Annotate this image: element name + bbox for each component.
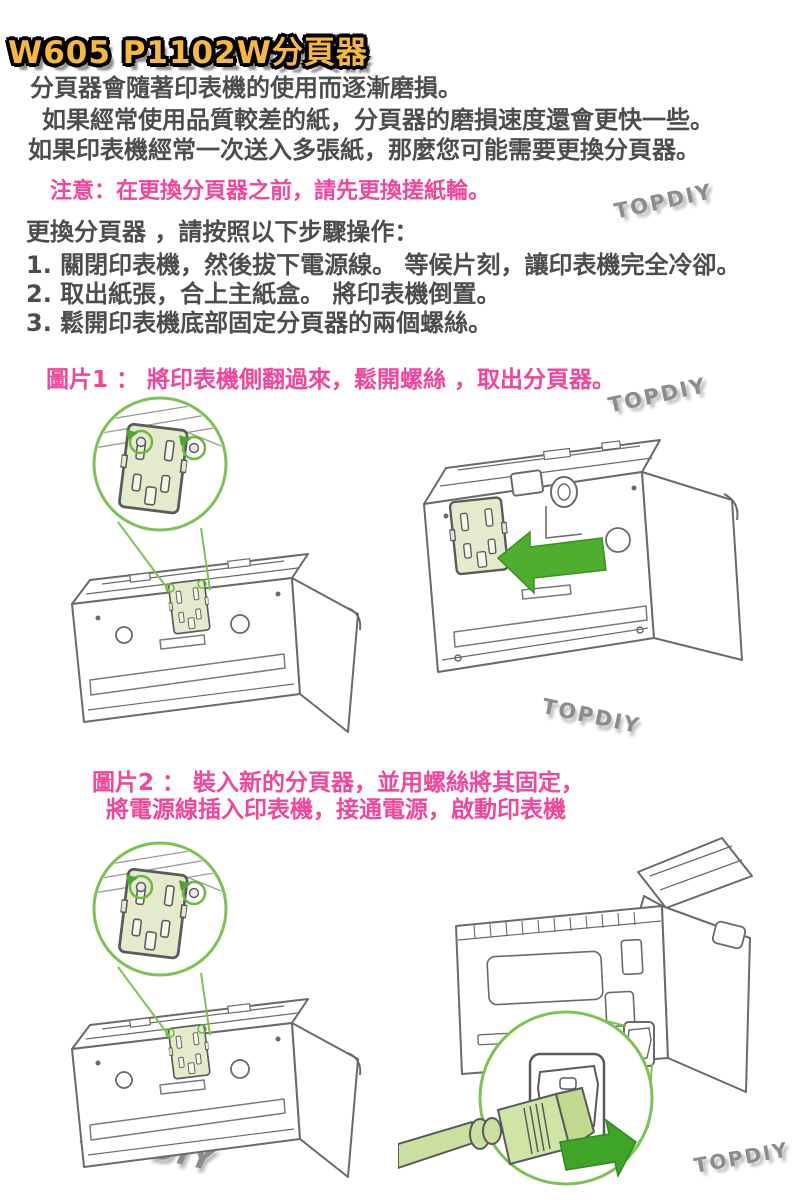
- power-cord-plug: [398, 1086, 596, 1170]
- page-title: W605 P1102W分頁器: [8, 34, 368, 71]
- remove-direction-arrow-icon: [496, 530, 607, 595]
- separation-pad: [446, 495, 513, 576]
- printer-bottom-body: [71, 553, 362, 733]
- warning-note: 注意：在更換分頁器之前，請先更換搓紙輪。: [50, 179, 491, 204]
- callout-leader-line: [200, 527, 211, 591]
- figure2-printer-power-illustration: [398, 837, 753, 1186]
- intro-line-1: 分頁器會隨著印表機的使用而逐漸磨損。: [30, 74, 462, 102]
- plug-in-direction-arrow-icon: [559, 1118, 637, 1179]
- figure1-printer-rear-illustration: [423, 439, 743, 673]
- topdiy-watermark: TOPDIY: [612, 179, 715, 224]
- screw-arrow-icon: [179, 435, 191, 446]
- figure1-caption: 圖片1 ： 將印表機側翻過來，鬆開螺絲 ，取出分頁器。: [46, 367, 616, 393]
- step-2: 2. 取出紙張，合上主紙盒。 將印表機倒置。: [26, 280, 501, 308]
- steps-intro: 更換分頁器 ，請按照以下步驟操作：: [26, 218, 419, 246]
- step-1: 1. 關閉印表機，然後拔下電源線。 等候片刻，讓印表機完全冷卻。: [26, 251, 741, 279]
- screw-arrow-icon: [126, 429, 138, 440]
- intro-line-3: 如果印表機經常一次送入多張紙，那麼您可能需要更換分頁器。: [28, 136, 700, 164]
- screw-highlight-ring: [128, 429, 154, 455]
- figure2-caption-line2: 將電源線插入印表機，接通電源，啟動印表機: [106, 797, 566, 823]
- figure1-printer-bottom-illustration: [71, 396, 362, 733]
- intro-line-2: 如果經常使用品質較差的紙，分頁器的磨損速度還會更快一些。: [42, 106, 714, 134]
- screw-highlight-ring: [181, 435, 207, 461]
- callout-leader-line: [117, 521, 171, 593]
- step-3: 3. 鬆開印表機底部固定分頁器的兩個螺絲。: [26, 309, 493, 337]
- figure2-caption-line1: 圖片2 ： 裝入新的分頁器，並用螺絲將其固定，: [92, 770, 585, 796]
- figure2-printer-bottom-illustration: [42, 833, 374, 1195]
